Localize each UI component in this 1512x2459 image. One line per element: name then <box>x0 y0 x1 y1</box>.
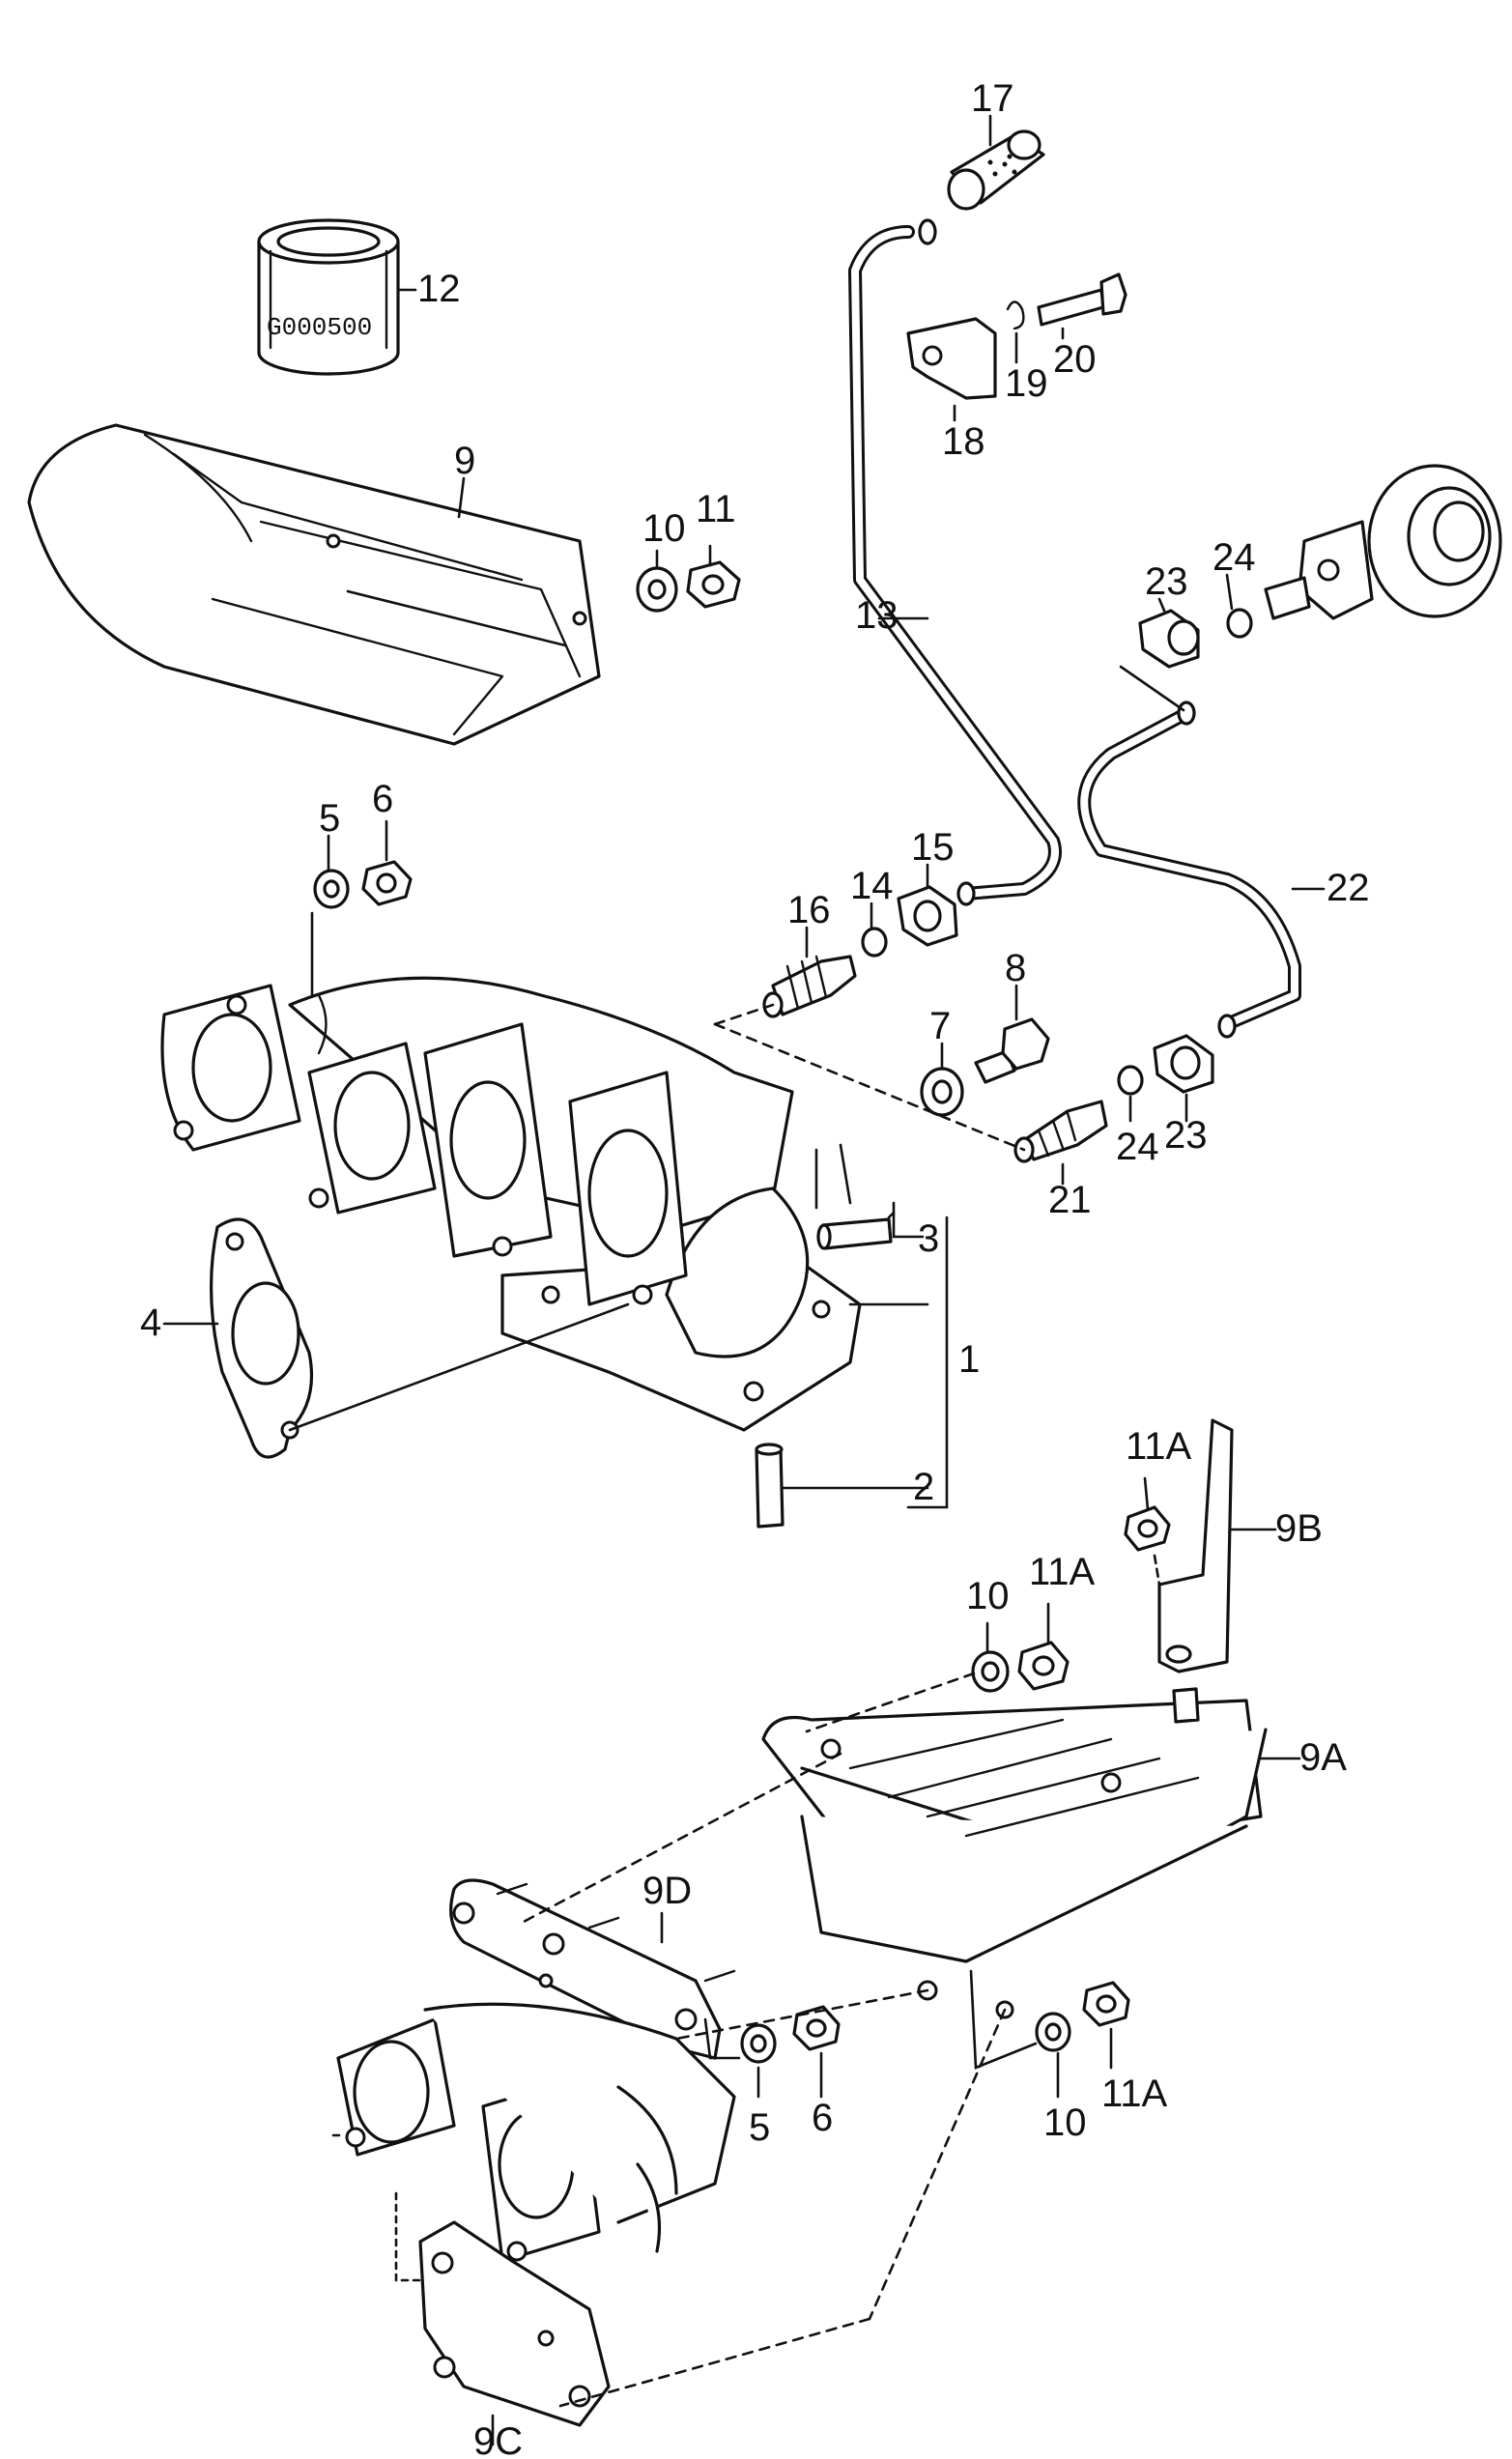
part-21-fitting <box>1013 1100 1108 1163</box>
callout-11a-lower: 11A <box>1101 2073 1168 2115</box>
callout-15: 15 <box>911 826 955 869</box>
nut-11a-top <box>1124 1505 1171 1552</box>
part-24-ring-lower <box>1117 1065 1144 1096</box>
callout-5-lower: 5 <box>749 2106 770 2149</box>
callout-10-upper: 10 <box>642 507 686 550</box>
callout-8: 8 <box>1005 947 1026 989</box>
callout-22: 22 <box>1327 867 1370 909</box>
callout-9a: 9A <box>1299 1736 1347 1779</box>
callout-16: 16 <box>787 889 831 931</box>
callout-11a-top: 11A <box>1126 1425 1192 1468</box>
part-9c-plate <box>418 2220 611 2427</box>
callout-18: 18 <box>942 420 985 463</box>
part-9b-bracket <box>1157 1418 1234 1673</box>
callout-10-mid: 10 <box>966 1575 1010 1617</box>
part-9a-heat-shield <box>761 1699 1268 2019</box>
callout-2: 2 <box>913 1466 934 1508</box>
part-12-filter: G000500 <box>257 218 400 376</box>
washer-10-lower-mid <box>971 1650 1010 1693</box>
washer-5-upper <box>313 869 350 909</box>
callout-3: 3 <box>918 1217 939 1260</box>
part-8-plug <box>974 1017 1050 1084</box>
callout-11a-mid: 11A <box>1029 1551 1096 1593</box>
part-1-exhaust-manifold <box>160 976 862 1432</box>
part-17-sleeve <box>947 129 1045 211</box>
part-24-ring-upper <box>1226 608 1253 639</box>
callout-19: 19 <box>1005 362 1048 405</box>
leader-lines <box>162 114 1326 2446</box>
washer-5-lower <box>740 2023 777 2064</box>
callout-21: 21 <box>1048 1179 1092 1221</box>
part-9-heat-shield <box>27 423 601 746</box>
callout-9b: 9B <box>1275 1507 1323 1550</box>
nut-11a-lower-right <box>1082 1981 1130 2027</box>
callout-23-lower: 23 <box>1164 1114 1208 1157</box>
part-22-pipe <box>1077 701 1301 1039</box>
nut-11a-mid <box>1017 1641 1070 1691</box>
callout-9: 9 <box>454 440 475 482</box>
callout-11: 11 <box>696 488 736 530</box>
callout-9d: 9D <box>642 1870 692 1912</box>
lower-manifold <box>336 2002 736 2263</box>
callout-10-lower: 10 <box>1043 2102 1087 2144</box>
part-23-nut-upper <box>1138 609 1200 669</box>
egr-valve <box>1264 464 1502 620</box>
part-4-gasket <box>210 1217 314 1459</box>
part-18-bracket <box>906 317 997 400</box>
nut-6-lower <box>792 2005 841 2051</box>
part-23-nut-lower <box>1153 1034 1214 1094</box>
callout-1: 1 <box>958 1338 980 1381</box>
callout-13: 13 <box>855 594 899 637</box>
filter-code-stamp: G000500 <box>267 313 372 342</box>
stud-9a <box>1172 1687 1200 1724</box>
part-14-ring <box>861 927 888 958</box>
callout-14: 14 <box>850 865 894 907</box>
callout-23-upper: 23 <box>1145 560 1188 603</box>
callout-24-upper: 24 <box>1212 536 1256 579</box>
callout-6-upper: 6 <box>372 778 393 820</box>
callout-labels: 12 9 10 11 5 6 17 13 18 19 20 23 24 22 1… <box>140 77 1370 2459</box>
nut-6-upper <box>361 860 413 906</box>
part-20-bolt <box>1037 272 1127 327</box>
callout-12: 12 <box>417 268 461 310</box>
callout-5-upper: 5 <box>319 797 340 840</box>
callout-17: 17 <box>971 77 1014 120</box>
washer-10-lower-right <box>1035 2012 1071 2052</box>
callout-24-lower: 24 <box>1116 1126 1159 1168</box>
part-19-lock-washer <box>1006 300 1025 330</box>
part-15-union-nut <box>897 885 958 947</box>
callout-7: 7 <box>929 1005 951 1047</box>
stud-3 <box>816 1217 893 1250</box>
callout-9c: 9C <box>473 2420 523 2459</box>
callout-20: 20 <box>1053 338 1097 381</box>
stud-2 <box>755 1443 785 1529</box>
callout-6-lower: 6 <box>812 2097 833 2139</box>
part-16-fitting <box>762 955 857 1018</box>
part-9d-plate <box>449 1878 736 2060</box>
part-13-pipe <box>848 218 1062 906</box>
callout-4: 4 <box>140 1301 161 1344</box>
part-7-washer <box>920 1067 964 1117</box>
nut-11-upper <box>686 560 741 609</box>
washer-10-upper <box>636 566 678 613</box>
